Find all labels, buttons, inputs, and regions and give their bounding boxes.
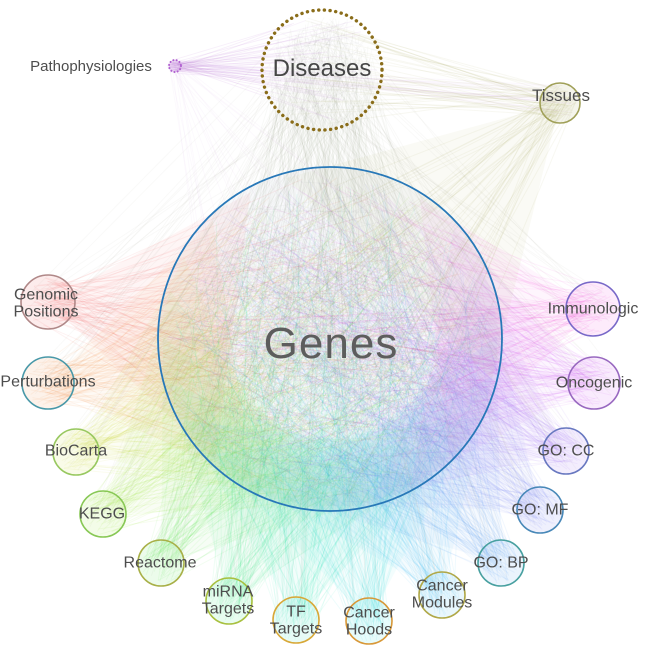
node-perturbations[interactable] [21, 356, 75, 410]
node-pathophysiologies[interactable] [168, 59, 182, 73]
node-cancer-modules[interactable] [418, 571, 466, 619]
node-go-mf[interactable] [516, 486, 564, 534]
node-oncogenic[interactable] [567, 356, 621, 410]
edge-layer [25, 17, 618, 642]
node-kegg[interactable] [79, 490, 127, 538]
node-tissues[interactable] [539, 82, 581, 124]
node-diseases[interactable] [260, 8, 384, 132]
node-genomic-positions[interactable] [20, 274, 76, 330]
node-layer [20, 8, 621, 645]
node-immunologic[interactable] [565, 281, 621, 337]
node-go-cc[interactable] [542, 427, 590, 475]
node-tf-targets[interactable] [272, 596, 320, 644]
node-go-bp[interactable] [477, 539, 525, 587]
node-cancer-hoods[interactable] [345, 597, 393, 645]
node-biocarta[interactable] [52, 428, 100, 476]
node-mirna-targets[interactable] [205, 577, 253, 625]
node-reactome[interactable] [137, 539, 185, 587]
node-genes[interactable] [157, 166, 503, 512]
